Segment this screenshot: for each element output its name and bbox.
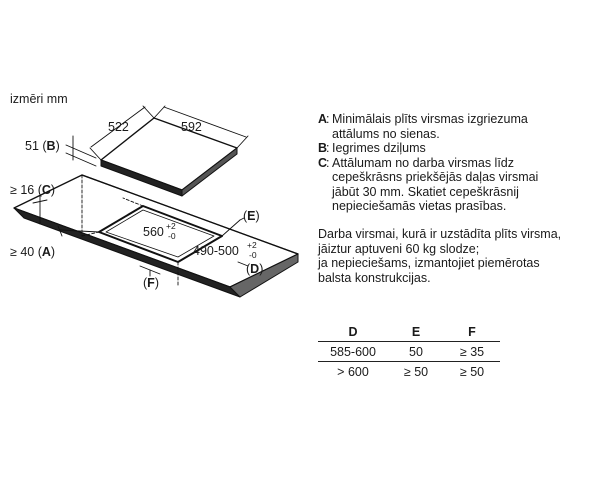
label-cut-490-plus: +2 — [247, 240, 257, 250]
note-a-line: Minimālais plīts virsmas izgriezuma — [332, 112, 528, 126]
table-cell: ≥ 50 — [403, 364, 429, 379]
table-header-d: D — [318, 322, 388, 342]
label-cut-490: 490-500 — [193, 244, 239, 258]
label-a-letter: A — [41, 245, 51, 259]
paragraph-line: ja nepieciešams, izmantojiet piemērotas — [318, 256, 540, 270]
label-d: (D) — [246, 262, 264, 276]
label-592: 592 — [181, 120, 202, 134]
label-e-letter: E — [247, 209, 256, 223]
dimension-f — [139, 265, 161, 277]
dimension-522 — [89, 105, 155, 161]
table-cell: > 600 — [337, 364, 369, 379]
label-e: (E) — [243, 209, 260, 223]
paragraph-line: jāiztur aptuveni 60 kg slodze; — [318, 241, 480, 256]
dimension-a — [57, 225, 100, 237]
note-b-key: B — [318, 141, 328, 155]
label-f-letter: F — [147, 276, 155, 290]
note-c-line: Attālumam no darba virsmas līdz — [332, 155, 515, 170]
note-a: A : Minimālais plīts virsmas izgriezuma … — [318, 112, 590, 141]
paragraph-line: Darba virsmai, kurā ir uzstādīta plīts v… — [318, 227, 562, 241]
label-b-letter: B — [46, 139, 56, 153]
label-cut-560-value: 560 — [143, 225, 164, 239]
paragraph-line: balsta konstrukcijas. — [318, 270, 431, 285]
table-row: 585-600 50 ≥ 35 — [318, 341, 500, 362]
label-cut-560-minus: -0 — [168, 231, 176, 241]
table-row: > 600 ≥ 50 ≥ 50 — [318, 362, 500, 382]
label-b: 51 (B) — [25, 139, 60, 153]
table-cell: 50 — [388, 341, 444, 362]
label-a-value: ≥ 40 — [10, 245, 35, 259]
table-header-e: E — [388, 322, 444, 342]
label-c-value: ≥ 16 — [10, 183, 35, 197]
note-c: C : Attālumam no darba virsmas līdz cepe… — [318, 156, 590, 214]
note-c-line: cepeškrāsns priekšējās daļas virsmai — [332, 170, 539, 184]
label-b-value: 51 — [25, 139, 39, 153]
load-paragraph: Darba virsmai, kurā ir uzstādīta plīts v… — [318, 227, 590, 285]
label-a: ≥ 40 (A) — [10, 245, 56, 259]
installation-drawing — [13, 105, 299, 298]
note-b-line: Iegrimes dziļums — [332, 141, 426, 155]
note-c-key: C — [318, 155, 328, 170]
label-f: (F) — [143, 276, 159, 290]
hob-plate — [100, 117, 238, 197]
label-cut-560: 560 — [143, 225, 164, 239]
dimension-592 — [153, 105, 249, 149]
table-cell: ≥ 50 — [459, 364, 485, 379]
table-header-row: D E F — [318, 322, 500, 342]
hidden-lines — [81, 174, 179, 286]
table-cell: ≥ 35 — [444, 341, 500, 362]
dimension-d — [237, 261, 249, 267]
label-cut-490-value: 490-500 — [193, 244, 239, 258]
dimensions-table: D E F 585-600 50 ≥ 35 > 600 ≥ 50 ≥ 50 — [318, 322, 500, 381]
note-c-line: jābūt 30 mm. Skatiet cepeškrāsnij — [332, 184, 519, 199]
note-a-key: A — [318, 112, 328, 126]
units-title: izmēri mm — [10, 92, 68, 106]
label-c: ≥ 16 (C) — [10, 183, 56, 197]
label-cut-490-minus: -0 — [249, 250, 257, 260]
wall-line — [81, 174, 299, 255]
note-b: B : Iegrimes dziļums — [318, 141, 590, 156]
notes-list: A : Minimālais plīts virsmas izgriezuma … — [318, 112, 590, 214]
table-header-f: F — [444, 322, 500, 342]
dimension-c — [32, 195, 48, 225]
table-cell: 585-600 — [318, 341, 388, 362]
label-cut-560-plus: +2 — [166, 221, 176, 231]
label-c-letter: C — [41, 183, 51, 197]
label-522: 522 — [108, 120, 129, 134]
dimension-b — [65, 135, 97, 167]
label-d-letter: D — [250, 262, 260, 276]
note-c-line: nepieciešamās vietas prasības. — [332, 199, 507, 213]
note-a-line: attālums no sienas. — [332, 126, 440, 141]
dimension-e — [221, 217, 245, 237]
